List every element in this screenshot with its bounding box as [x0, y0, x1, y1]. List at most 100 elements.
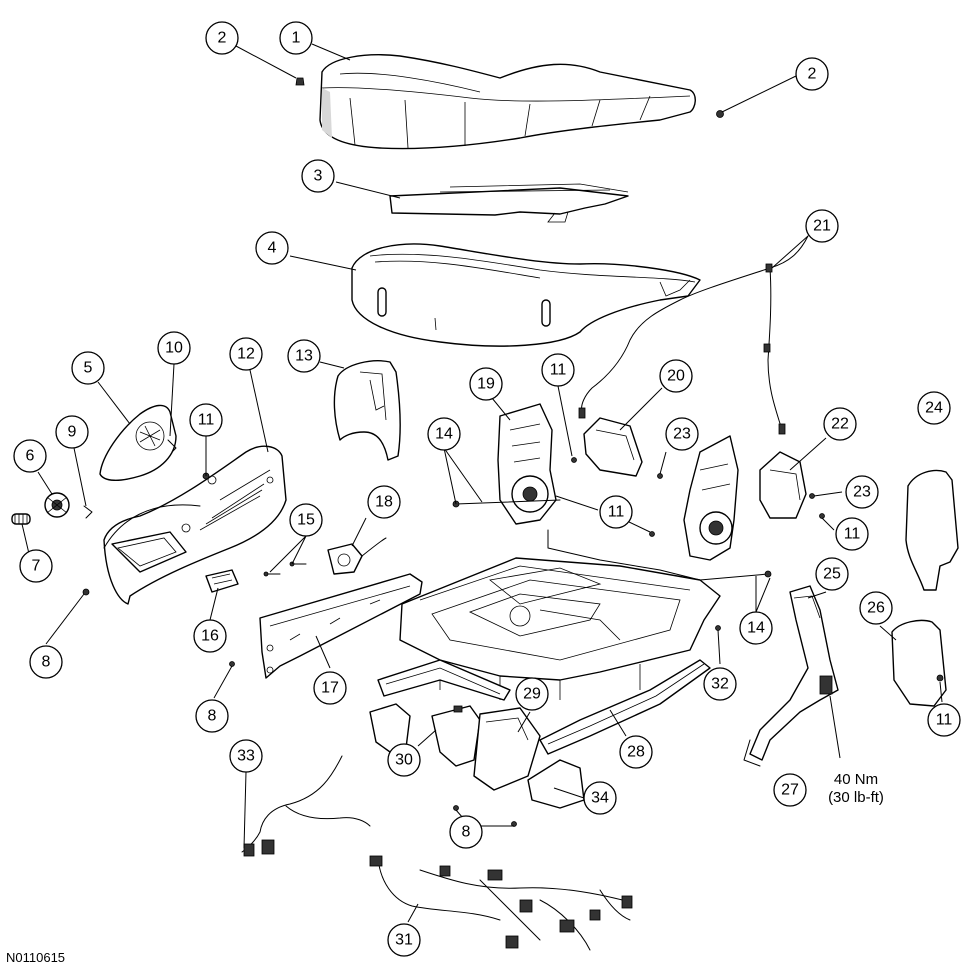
heater-wire-harness [578, 235, 809, 435]
clip-10 [167, 439, 177, 453]
rear-bracket-34 [527, 759, 585, 809]
svg-text:18: 18 [375, 494, 393, 511]
bracket-20 [583, 417, 643, 477]
callout-8-b: 8 [195, 699, 229, 733]
svg-text:12: 12 [237, 346, 255, 363]
callout-33: 33 [229, 739, 263, 773]
callout-14-b: 14 [739, 611, 773, 645]
svg-text:8: 8 [42, 654, 51, 671]
callout-9: 9 [55, 415, 89, 449]
callout-32: 32 [703, 667, 737, 701]
svg-text:22: 22 [831, 416, 849, 433]
recliner-knob [44, 492, 70, 518]
svg-text:15: 15 [297, 512, 315, 529]
lumbar-motor-18 [327, 537, 387, 575]
svg-text:25: 25 [823, 566, 841, 583]
side-shield-cover [333, 360, 401, 461]
screw-23-b [809, 493, 815, 499]
callout-24: 24 [917, 391, 951, 425]
svg-text:11: 11 [198, 412, 215, 429]
callout-2-right: 2 [795, 57, 829, 91]
screw-8-left [82, 588, 90, 596]
screw-11-right [936, 674, 944, 682]
recliner-mechanism-19 [497, 403, 557, 525]
svg-text:1: 1 [292, 30, 301, 47]
svg-text:20: 20 [667, 368, 685, 385]
svg-text:8: 8 [462, 824, 471, 841]
seat-module-29 [473, 707, 541, 791]
wire-harness-33 [241, 755, 371, 857]
callout-31: 31 [387, 923, 421, 957]
callout-11-e: 11 [927, 703, 961, 737]
headrest-panel-24 [905, 469, 959, 591]
svg-text:6: 6 [26, 448, 35, 465]
cross-rod-14 [452, 499, 772, 581]
wire-harness-31 [369, 855, 633, 951]
callout-8-c: 8 [449, 815, 483, 849]
screw-11-right-b [819, 513, 825, 519]
recliner-mechanism-right [683, 435, 739, 561]
seat-belt-buckle-25 [743, 585, 839, 767]
fastener-2-right [716, 110, 724, 118]
svg-text:11: 11 [936, 712, 953, 729]
svg-text:33: 33 [237, 748, 255, 765]
retaining-clip-9 [83, 505, 93, 519]
torque-value-nm: 40 Nm [834, 771, 878, 788]
figure-id: N0110615 [6, 950, 65, 965]
seat-cushion-pad [351, 243, 701, 347]
callout-4: 4 [255, 231, 289, 265]
screw-32 [715, 625, 721, 631]
svg-text:28: 28 [627, 744, 645, 761]
callout-2-left: 2 [205, 21, 239, 55]
fastener-2-left [295, 77, 305, 86]
callout-16: 16 [193, 619, 227, 653]
screw-8-center [229, 661, 235, 667]
callout-21: 21 [805, 209, 839, 243]
callout-13: 13 [287, 339, 321, 373]
svg-text:13: 13 [295, 348, 313, 365]
side-trim-panel [99, 404, 177, 481]
callout-22: 22 [823, 407, 857, 441]
callout-29: 29 [515, 677, 549, 711]
callout-30: 30 [387, 743, 421, 777]
torque-value-lbft: (30 lb-ft) [828, 789, 884, 806]
callout-20: 20 [659, 359, 693, 393]
callout-23-a: 23 [665, 417, 699, 451]
callout-23-b: 23 [845, 475, 879, 509]
svg-text:30: 30 [395, 752, 413, 769]
callout-17: 17 [313, 671, 347, 705]
seat-track-right-28 [539, 659, 711, 755]
leader-lines [21, 43, 943, 923]
svg-text:10: 10 [165, 340, 183, 357]
callout-27: 27 [773, 773, 807, 807]
svg-text:23: 23 [673, 426, 691, 443]
svg-text:9: 9 [68, 424, 77, 441]
callout-11-d: 11 [835, 517, 869, 551]
screws-15 [263, 561, 307, 577]
svg-text:14: 14 [747, 620, 765, 637]
svg-text:4: 4 [268, 240, 277, 257]
svg-text:7: 7 [32, 558, 41, 575]
trim-cover-26 [891, 619, 947, 707]
svg-text:32: 32 [711, 676, 729, 693]
outer-seat-side-shield [103, 445, 287, 605]
svg-text:21: 21 [813, 218, 831, 235]
callout-14-a: 14 [427, 417, 461, 451]
screw-11-center-b [649, 531, 655, 537]
svg-text:26: 26 [867, 600, 885, 617]
seat-leg-30 [431, 705, 481, 767]
callout-34: 34 [583, 781, 617, 815]
callout-12: 12 [229, 337, 263, 371]
svg-text:11: 11 [550, 362, 567, 379]
callout-25: 25 [815, 557, 849, 591]
callout-8-a: 8 [29, 645, 63, 679]
screw-11-center-a [571, 457, 577, 463]
svg-text:2: 2 [808, 66, 817, 83]
callout-11-b: 11 [189, 403, 223, 437]
seat-cushion-cover [319, 54, 696, 150]
svg-text:29: 29 [523, 686, 541, 703]
callout-11-a: 11 [541, 353, 575, 387]
callout-28: 28 [619, 735, 653, 769]
callout-7: 7 [19, 549, 53, 583]
recliner-knob-cap [11, 513, 31, 525]
